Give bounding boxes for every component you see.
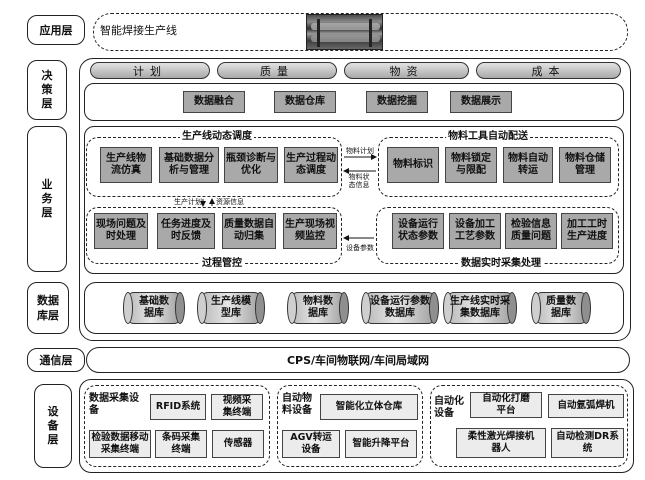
material-box-identify: 物料标识: [387, 147, 439, 183]
equipment-lift-platform: 智能升降平台: [345, 430, 417, 458]
db-basic: 基础数据库: [123, 292, 185, 324]
decision-pill-material: 物资: [344, 62, 469, 79]
photo-pipes-graphic: [311, 19, 380, 47]
collection-box-work-hours: 加工工时生产进度: [561, 213, 613, 249]
material-box-transfer: 物料自动转运: [503, 147, 553, 183]
dispatch-box-logistics-sim: 生产线物流仿真: [100, 147, 152, 183]
collection-title: 数据实时采集处理: [459, 258, 543, 270]
layer-label-decision: 决策层: [27, 60, 67, 120]
db-quality: 质量数据库: [531, 292, 591, 324]
layer-label-text: 应用层: [39, 23, 73, 37]
equipment-video-terminal: 视频采集终端: [211, 394, 263, 420]
equipment-barcode-terminal: 条码采集终端: [155, 430, 207, 458]
layer-label-text: 通信层: [39, 353, 73, 367]
layer-label-text: 决策层: [41, 69, 53, 110]
communication-text: CPS/车间物联网/车间局域网: [286, 354, 430, 367]
db-line-model: 生产线模型库: [197, 292, 265, 324]
material-title: 物料工具自动配送: [446, 131, 530, 143]
layer-label-text: 业务层: [41, 178, 53, 219]
equipment-logistics-title: 自动物料设备: [282, 393, 312, 416]
equipment-automation-title: 自动化设备: [434, 396, 464, 419]
db-line-realtime: 生产线实时采集数据库: [443, 292, 517, 324]
control-box-video: 生产现场视频监控: [283, 213, 337, 249]
decision-data-panel: [84, 83, 624, 121]
dispatch-box-bottleneck: 瓶颈诊断与优化: [224, 147, 278, 183]
dispatch-title: 生产线动态调度: [180, 131, 254, 143]
db-equipment-run: 设备运行参数数据库: [361, 292, 439, 324]
equipment-stereo-warehouse: 智能化立体仓库: [320, 394, 418, 420]
layer-label-communication: 通信层: [27, 348, 85, 372]
equipment-laser-robot: 柔性激光焊接机器人: [456, 428, 546, 458]
collection-box-process-param: 设备加工工艺参数: [449, 213, 501, 249]
layer-label-database: 数据库层: [27, 282, 69, 334]
dispatch-box-basic-data: 基础数据分析与管理: [159, 147, 219, 183]
equipment-grinding-platform: 自动化打磨平台: [470, 392, 542, 418]
layer-label-equipment: 设备层: [34, 384, 72, 468]
collection-box-inspection: 检验信息质量问题: [505, 213, 557, 249]
decision-box-fusion: 数据融合: [183, 91, 245, 113]
dispatch-box-process-schedule: 生产过程动态调度: [284, 147, 338, 183]
application-text: 智能焊接生产线: [100, 24, 177, 37]
control-box-quality: 质量数据自动归集: [222, 213, 276, 249]
equipment-rfid: RFID系统: [150, 394, 206, 420]
layer-label-business: 业务层: [27, 126, 67, 272]
communication-panel: CPS/车间物联网/车间局域网: [86, 347, 630, 373]
layer-label-application: 应用层: [27, 15, 85, 45]
decision-pill-plan: 计划: [90, 62, 210, 79]
decision-pill-quality: 质量: [217, 62, 337, 79]
control-title: 过程管控: [200, 258, 244, 270]
label-resource-info: 资源信息: [216, 198, 244, 206]
collection-box-run-state: 设备运行状态参数: [392, 213, 444, 249]
material-box-storage: 物料仓储管理: [559, 147, 611, 183]
control-box-issue: 现场问题及时处理: [94, 213, 148, 249]
decision-box-warehouse: 数据仓库: [274, 91, 336, 113]
label-material-status: 物料状态信息: [348, 173, 370, 189]
equipment-collection-title: 数据采集设备: [89, 393, 139, 416]
equipment-sensor: 传感器: [212, 430, 264, 458]
production-line-photo: [306, 14, 383, 50]
layer-label-text: 数据库层: [37, 294, 59, 322]
decision-pill-cost: 成本: [476, 62, 621, 79]
equipment-mobile-terminal: 检验数据移动采集终端: [89, 430, 151, 458]
decision-box-mining: 数据挖掘: [366, 91, 428, 113]
equipment-argon-welder: 自动氩弧焊机: [548, 394, 624, 418]
decision-box-display: 数据展示: [450, 91, 512, 113]
label-material-plan: 物料计划: [346, 147, 374, 155]
label-equipment-params: 设备参数: [346, 244, 374, 252]
equipment-agv: AGV转运设备: [282, 430, 340, 458]
db-material: 物料数据库: [287, 292, 349, 324]
material-box-lock: 物料锁定与限配: [445, 147, 497, 183]
control-box-progress: 任务进度及时反馈: [157, 213, 215, 249]
equipment-dr-system: 自动检测DR系统: [551, 428, 624, 458]
layer-label-text: 设备层: [47, 405, 59, 446]
label-production-plan: 生产计划: [174, 198, 202, 206]
